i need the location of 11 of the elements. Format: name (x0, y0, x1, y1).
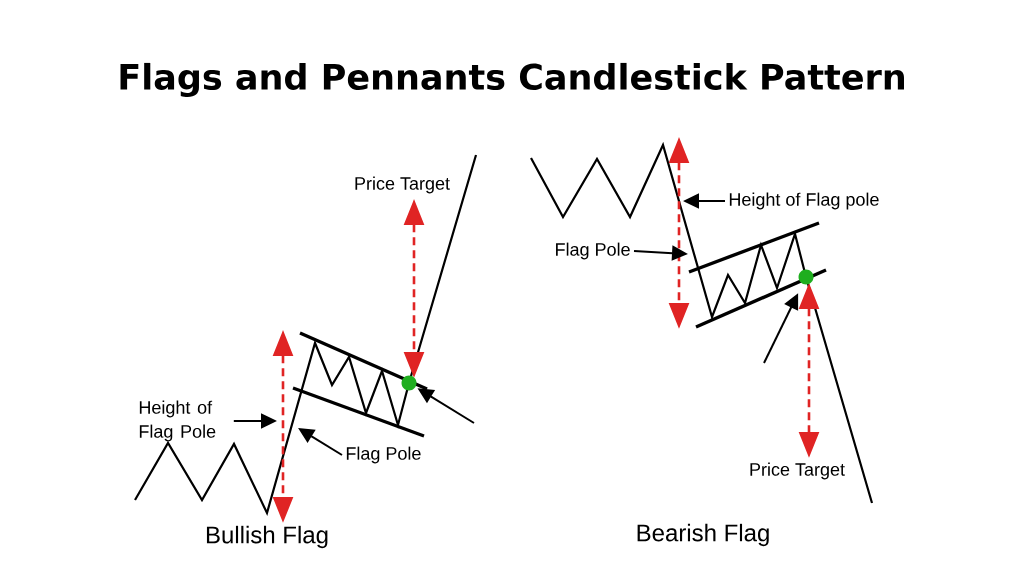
chart-caption: Bearish Flag (637, 523, 769, 547)
target-label: Price Target (355, 176, 450, 194)
breakout-dot (401, 375, 417, 391)
callout-label: Height of Flag pole (729, 192, 879, 210)
callout-label: Flag Pole (346, 446, 421, 464)
callout-label: Flag Pole (556, 242, 630, 260)
title: Flags and Pennants Candlestick Pattern (120, 62, 904, 98)
breakout-dot (798, 269, 814, 285)
callout-label: Height of Flag Pole (139, 400, 216, 442)
chart-caption: Bullish Flag (206, 525, 328, 549)
target-label: Price Target (750, 462, 845, 480)
